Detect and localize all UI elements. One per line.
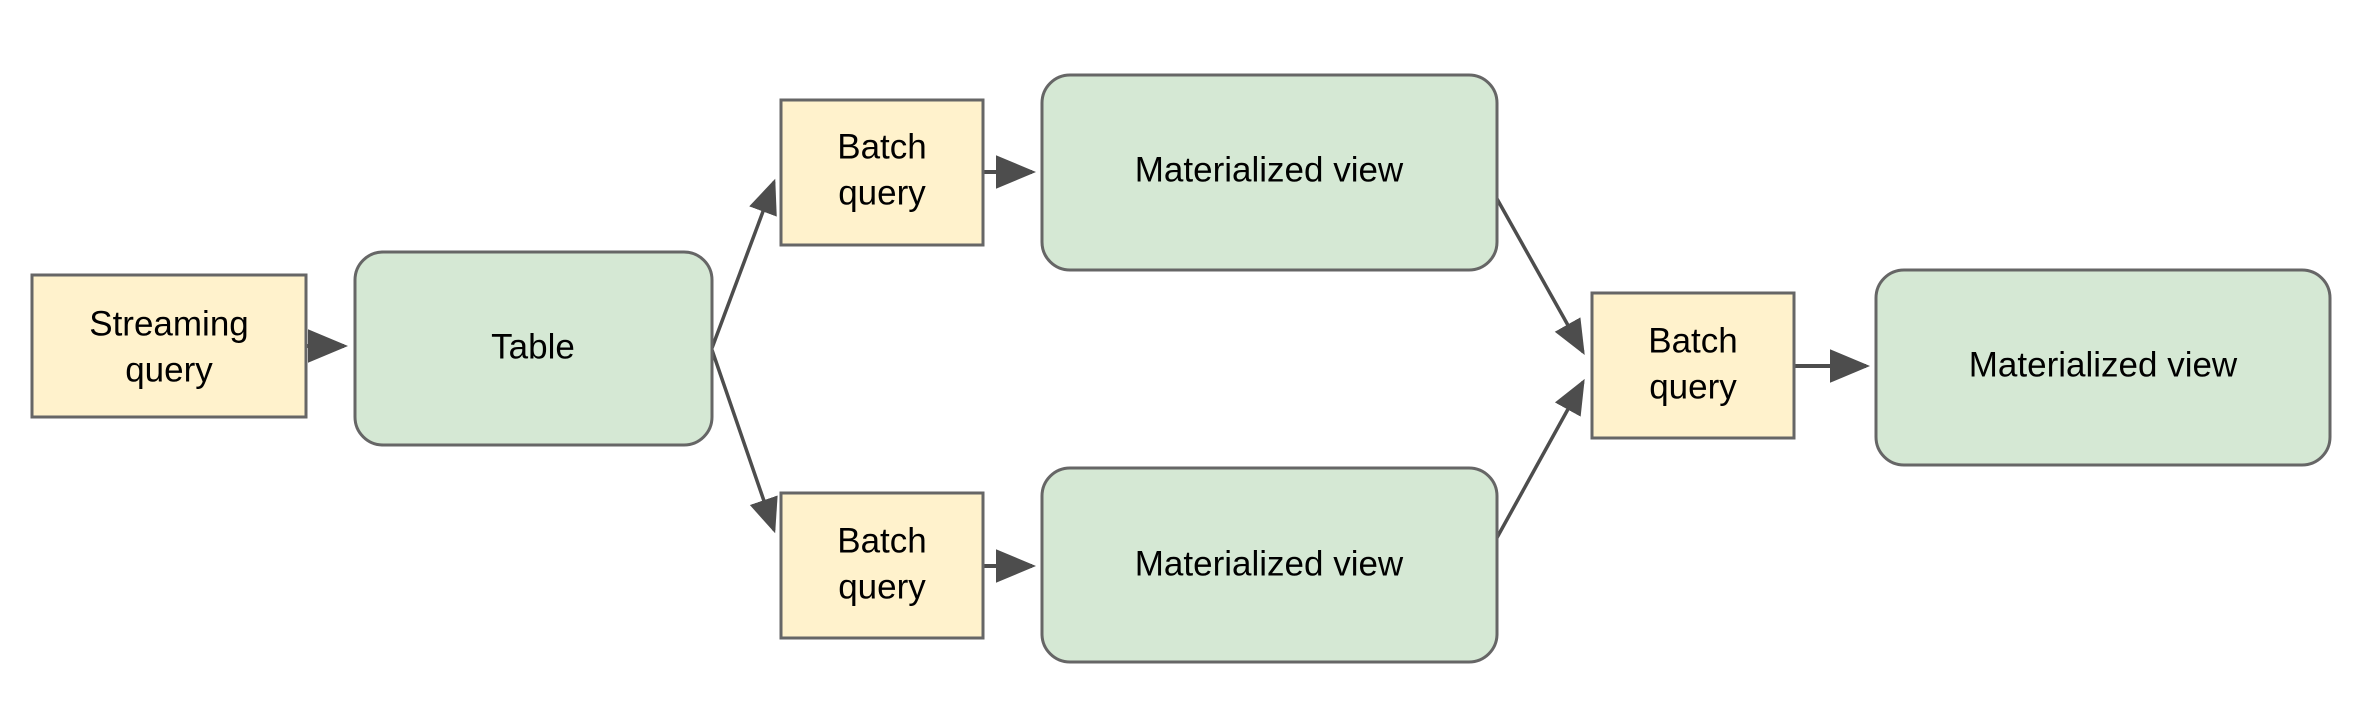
node-batch-query-bottom[interactable]: Batch query [779, 491, 985, 640]
node-batch-query-final-label-line2: query [1649, 367, 1737, 406]
node-materialized-view-final-label: Materialized view [1969, 345, 2238, 384]
node-materialized-view-top-shape[interactable] [1040, 73, 1499, 272]
node-batch-query-bottom-label-line1: Batch [837, 521, 927, 560]
node-materialized-view-bottom-label: Materialized view [1135, 544, 1404, 583]
node-streaming-query-label-line1: Streaming [89, 304, 249, 343]
node-batch-query-bottom-label-line2: query [838, 567, 926, 606]
node-batch-query-top[interactable]: Batch query [779, 98, 985, 247]
node-batch-query-final[interactable]: Batch query [1590, 291, 1796, 440]
node-materialized-view-final-shape[interactable] [1874, 268, 2332, 467]
node-batch-query-final-shape[interactable] [1590, 291, 1796, 440]
node-streaming-query-shape[interactable] [30, 273, 308, 419]
edge-table-to-batch-bottom [710, 349, 778, 534]
node-table[interactable]: Table [353, 250, 714, 447]
node-materialized-view-final[interactable]: Materialized view [1874, 268, 2332, 467]
nodes-layer: Streaming query Table Batch query Materi… [30, 73, 2332, 664]
node-materialized-view-top-label: Materialized view [1135, 150, 1404, 189]
node-streaming-query-label-line2: query [125, 350, 213, 389]
node-batch-query-final-label-line1: Batch [1648, 321, 1738, 360]
node-batch-query-top-shape[interactable] [779, 98, 985, 247]
edge-table-to-batch-top [710, 178, 777, 349]
node-batch-query-top-label-line1: Batch [837, 127, 927, 166]
node-batch-query-bottom-shape[interactable] [779, 491, 985, 640]
node-materialized-view-bottom-shape[interactable] [1040, 466, 1499, 664]
node-batch-query-top-label-line2: query [838, 173, 926, 212]
node-table-label: Table [491, 327, 575, 366]
node-materialized-view-top[interactable]: Materialized view [1040, 73, 1499, 272]
node-materialized-view-bottom[interactable]: Materialized view [1040, 466, 1499, 664]
node-streaming-query[interactable]: Streaming query [30, 273, 308, 419]
node-table-shape[interactable] [353, 250, 714, 447]
